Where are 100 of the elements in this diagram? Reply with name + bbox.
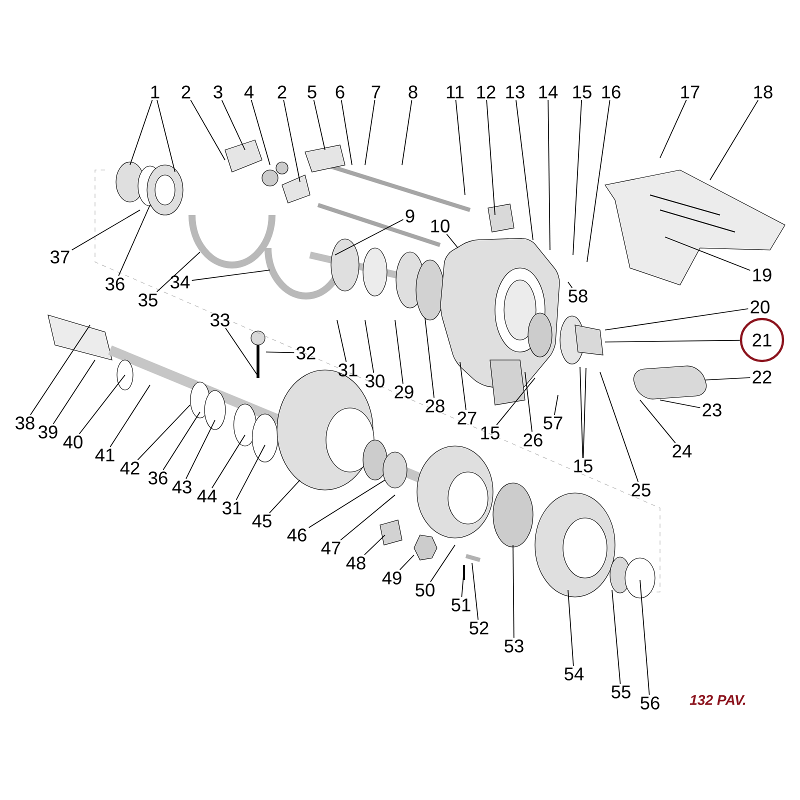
callout-number: 2 bbox=[182, 86, 190, 98]
leader-line bbox=[512, 544, 514, 638]
leader-line bbox=[399, 554, 414, 570]
leader-line bbox=[460, 362, 466, 410]
callout-number: 5 bbox=[308, 86, 316, 98]
leader-line bbox=[446, 234, 458, 248]
leader-line bbox=[336, 320, 347, 362]
leader-line bbox=[660, 100, 687, 158]
leader-line bbox=[568, 590, 574, 666]
leader-line bbox=[394, 320, 404, 384]
callout-number: 31 bbox=[222, 502, 242, 514]
callout-number: 35 bbox=[138, 294, 158, 306]
leader-line bbox=[156, 252, 200, 292]
callout-number: 45 bbox=[252, 514, 272, 528]
callout-number: 7 bbox=[372, 86, 380, 98]
callout-number: 58 bbox=[568, 290, 588, 302]
leader-line bbox=[640, 400, 676, 444]
leader-line bbox=[130, 100, 153, 166]
leader-line bbox=[640, 580, 650, 696]
leader-line bbox=[364, 534, 386, 556]
leader-line bbox=[110, 384, 150, 448]
callout-number: 23 bbox=[702, 404, 722, 416]
leader-line bbox=[424, 318, 434, 398]
leader-line bbox=[225, 328, 258, 376]
leader-line bbox=[250, 100, 270, 166]
callout-number: 38 bbox=[16, 416, 34, 430]
leader-line bbox=[266, 352, 295, 354]
leader-line bbox=[118, 204, 150, 276]
callout-number: 40 bbox=[63, 436, 82, 448]
callout-number: 10 bbox=[431, 220, 450, 232]
callout-number: 41 bbox=[95, 448, 114, 462]
callout-number: 25 bbox=[632, 484, 650, 496]
leader-line bbox=[461, 570, 464, 598]
leader-line bbox=[191, 270, 270, 281]
circled-callout-number: 21 bbox=[740, 318, 784, 362]
callout-number: 31 bbox=[338, 364, 358, 376]
callout-number: 3 bbox=[214, 86, 222, 98]
callout-number: 28 bbox=[426, 400, 444, 412]
callout-number: 26 bbox=[524, 434, 542, 446]
callout-number: 12 bbox=[477, 86, 496, 98]
callout-number: 54 bbox=[564, 668, 584, 680]
callout-number: 13 bbox=[506, 86, 524, 98]
leader-line bbox=[486, 100, 496, 216]
leader-line bbox=[582, 368, 586, 458]
leader-line bbox=[524, 372, 532, 432]
leader-line bbox=[236, 444, 266, 500]
leader-line bbox=[190, 100, 226, 160]
callout-number: 36 bbox=[106, 278, 124, 290]
leader-line bbox=[554, 394, 558, 416]
leader-line bbox=[455, 100, 466, 196]
callout-number: 53 bbox=[504, 640, 524, 652]
leader-line bbox=[472, 562, 479, 620]
leader-line bbox=[78, 374, 126, 434]
leader-line bbox=[604, 308, 749, 330]
drawing-number: 132 PAV. bbox=[690, 695, 746, 705]
leader-line bbox=[137, 404, 190, 460]
leader-line bbox=[586, 100, 610, 262]
callout-number: 24 bbox=[672, 444, 692, 458]
callout-number: 49 bbox=[382, 572, 402, 584]
leader-line bbox=[340, 100, 352, 166]
leader-line bbox=[604, 340, 740, 342]
callout-number: 44 bbox=[197, 490, 217, 502]
callout-number: 36 bbox=[148, 472, 168, 484]
callout-number: 46 bbox=[287, 528, 306, 542]
callout-number: 16 bbox=[602, 86, 620, 98]
leader-line bbox=[600, 372, 639, 482]
leader-line bbox=[269, 480, 300, 514]
leader-line bbox=[704, 377, 751, 380]
leader-line bbox=[162, 412, 200, 470]
leader-line bbox=[548, 100, 550, 250]
leader-line bbox=[186, 420, 216, 480]
leader-line bbox=[496, 378, 536, 426]
leader-line bbox=[308, 480, 386, 528]
leader-line bbox=[221, 100, 246, 150]
callout-number: 14 bbox=[539, 86, 558, 98]
callout-number: 22 bbox=[752, 370, 772, 384]
callout-number: 15 bbox=[573, 86, 592, 98]
callout-number: 57 bbox=[544, 416, 562, 430]
leader-line bbox=[572, 100, 582, 256]
leader-line bbox=[30, 324, 90, 416]
callout-number: 19 bbox=[753, 268, 772, 282]
callout-number: 52 bbox=[470, 622, 488, 634]
leader-line bbox=[334, 219, 404, 256]
callout-number: 51 bbox=[452, 598, 470, 612]
leader-line bbox=[664, 236, 751, 271]
leader-line bbox=[283, 100, 300, 182]
callout-number: 9 bbox=[406, 210, 414, 222]
callout-number: 8 bbox=[408, 86, 418, 98]
callout-number: 48 bbox=[346, 556, 366, 570]
callout-number: 50 bbox=[416, 584, 434, 596]
callout-number: 32 bbox=[296, 346, 316, 360]
callout-number: 20 bbox=[750, 300, 770, 314]
callout-number: 6 bbox=[336, 86, 344, 98]
leader-line bbox=[212, 434, 246, 488]
leader-line bbox=[156, 100, 176, 172]
leader-line bbox=[71, 210, 140, 250]
callout-number: 39 bbox=[38, 426, 58, 438]
leader-line bbox=[52, 360, 96, 424]
callout-number: 33 bbox=[210, 314, 230, 326]
callout-number: 18 bbox=[754, 86, 772, 98]
